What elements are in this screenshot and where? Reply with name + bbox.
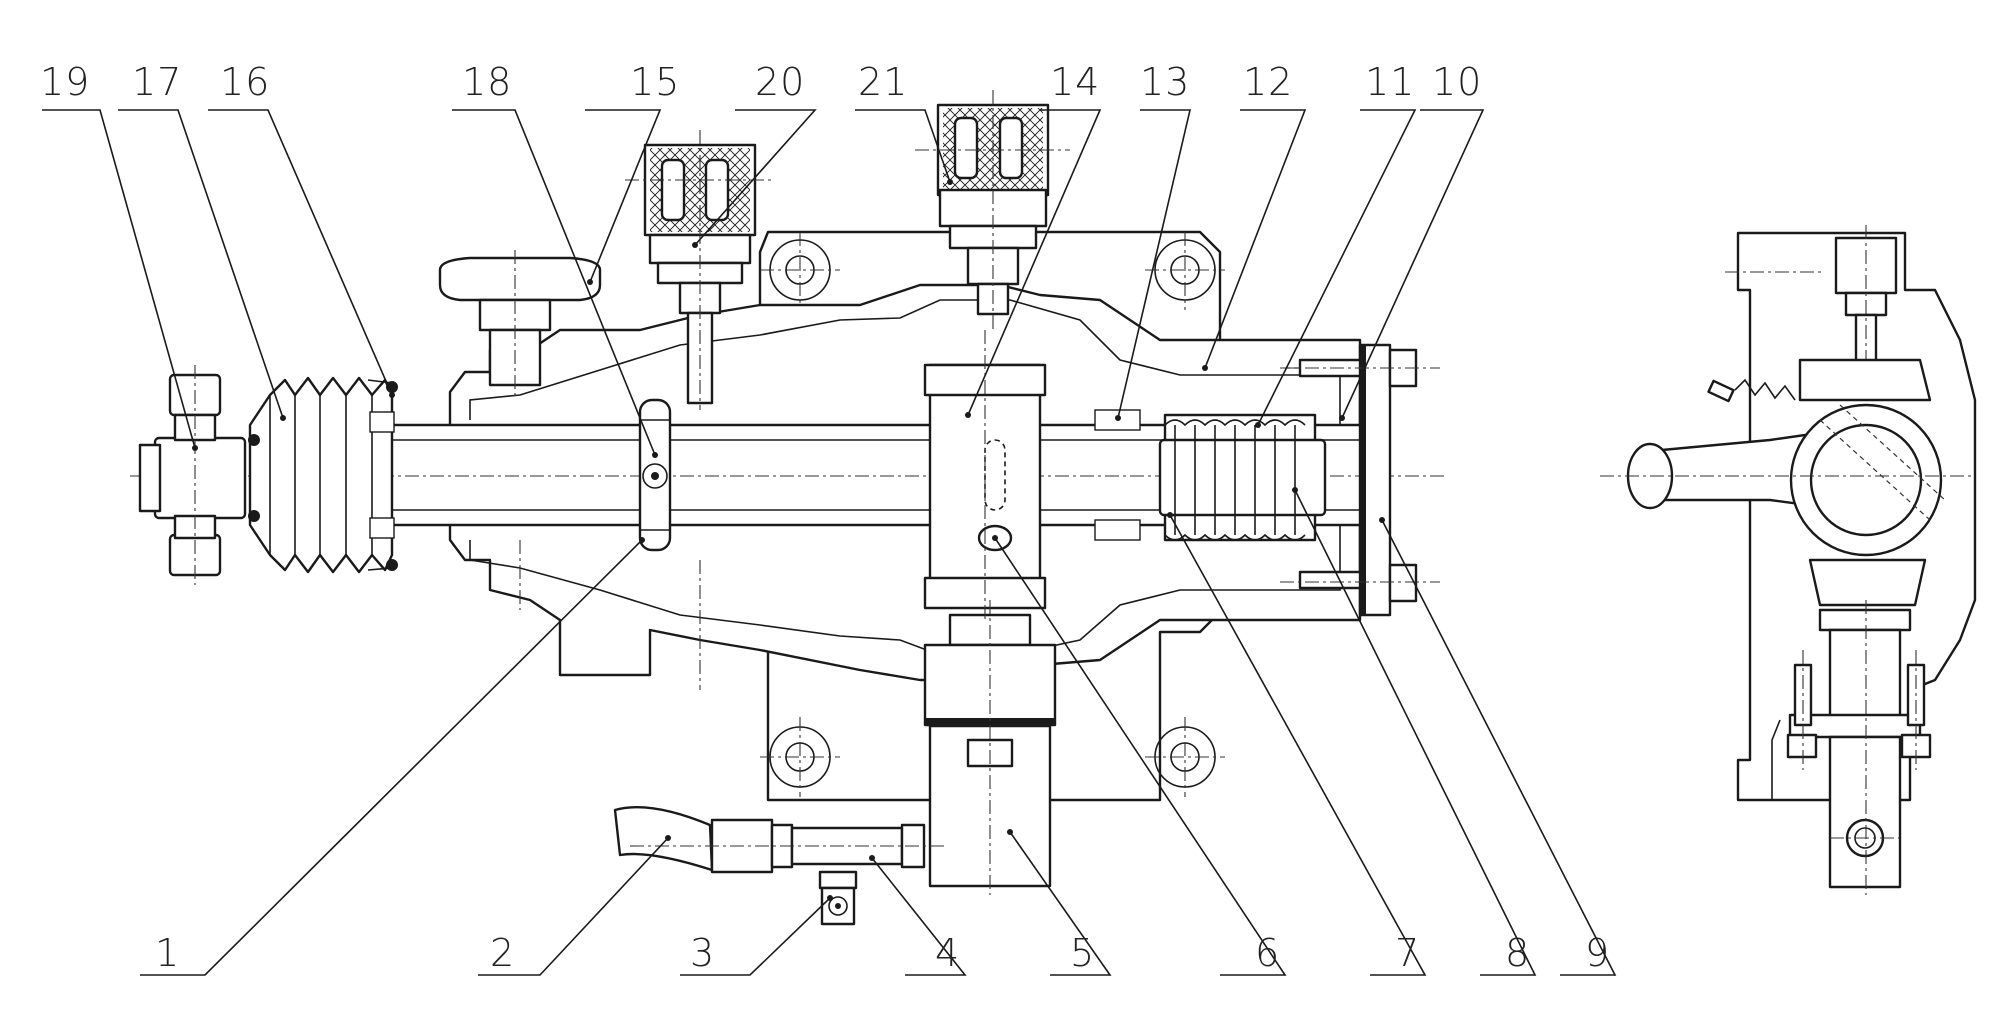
bolt-head-bottom	[1388, 563, 1418, 603]
label-16: 16	[220, 60, 270, 104]
drain-plug-nut	[818, 870, 858, 890]
part-number-labels: 19 17 16 18 15 20 21 14 13 12 11 10 1 2 …	[40, 60, 1610, 975]
main-section-view	[130, 90, 1445, 926]
fork-end-face	[138, 443, 162, 513]
label-13: 13	[1140, 60, 1190, 104]
end-cover-bolt-bottom	[1298, 570, 1362, 590]
label-17: 17	[132, 60, 182, 104]
rod-seal-bottom	[1094, 519, 1141, 541]
label-20: 20	[755, 60, 805, 104]
label-11: 11	[1365, 60, 1415, 104]
label-9: 9	[1585, 931, 1610, 975]
label-4: 4	[935, 931, 960, 975]
label-12: 12	[1243, 60, 1293, 104]
label-6: 6	[1255, 931, 1280, 975]
side-shaft	[1809, 423, 1923, 537]
label-7: 7	[1395, 931, 1420, 975]
side-lower-flange	[1808, 558, 1927, 607]
label-14: 14	[1050, 60, 1100, 104]
boot-clamp-inner-top	[248, 434, 260, 446]
fork-end	[153, 436, 247, 520]
side-upper-flange	[1798, 358, 1932, 402]
side-solenoid	[1828, 628, 1902, 722]
rubber-boot	[248, 376, 394, 574]
front-seal-top	[369, 411, 395, 433]
front-seal-bottom	[369, 517, 395, 539]
spring-seat	[1158, 438, 1327, 517]
label-5: 5	[1070, 931, 1095, 975]
air-hose	[613, 805, 714, 872]
side-spring	[1734, 378, 1796, 401]
label-2: 2	[490, 931, 515, 975]
side-plug	[1834, 236, 1898, 295]
side-solenoid-housing	[1828, 735, 1902, 889]
boot-clamp-inner-bottom	[248, 510, 260, 522]
label-1: 1	[155, 931, 180, 975]
side-solenoid-cap	[1818, 608, 1912, 632]
return-spring	[1164, 419, 1306, 541]
label-21: 21	[858, 60, 908, 104]
boot-clamp-bottom	[386, 559, 398, 571]
label-19: 19	[40, 60, 90, 104]
label-3: 3	[690, 931, 715, 975]
vent-cap	[438, 256, 602, 302]
drain-plug	[820, 886, 856, 926]
side-view	[1600, 225, 1977, 895]
label-10: 10	[1432, 60, 1482, 104]
leader-lines	[42, 109, 1617, 976]
label-8: 8	[1505, 931, 1530, 975]
label-15: 15	[630, 60, 680, 104]
label-18: 18	[462, 60, 512, 104]
